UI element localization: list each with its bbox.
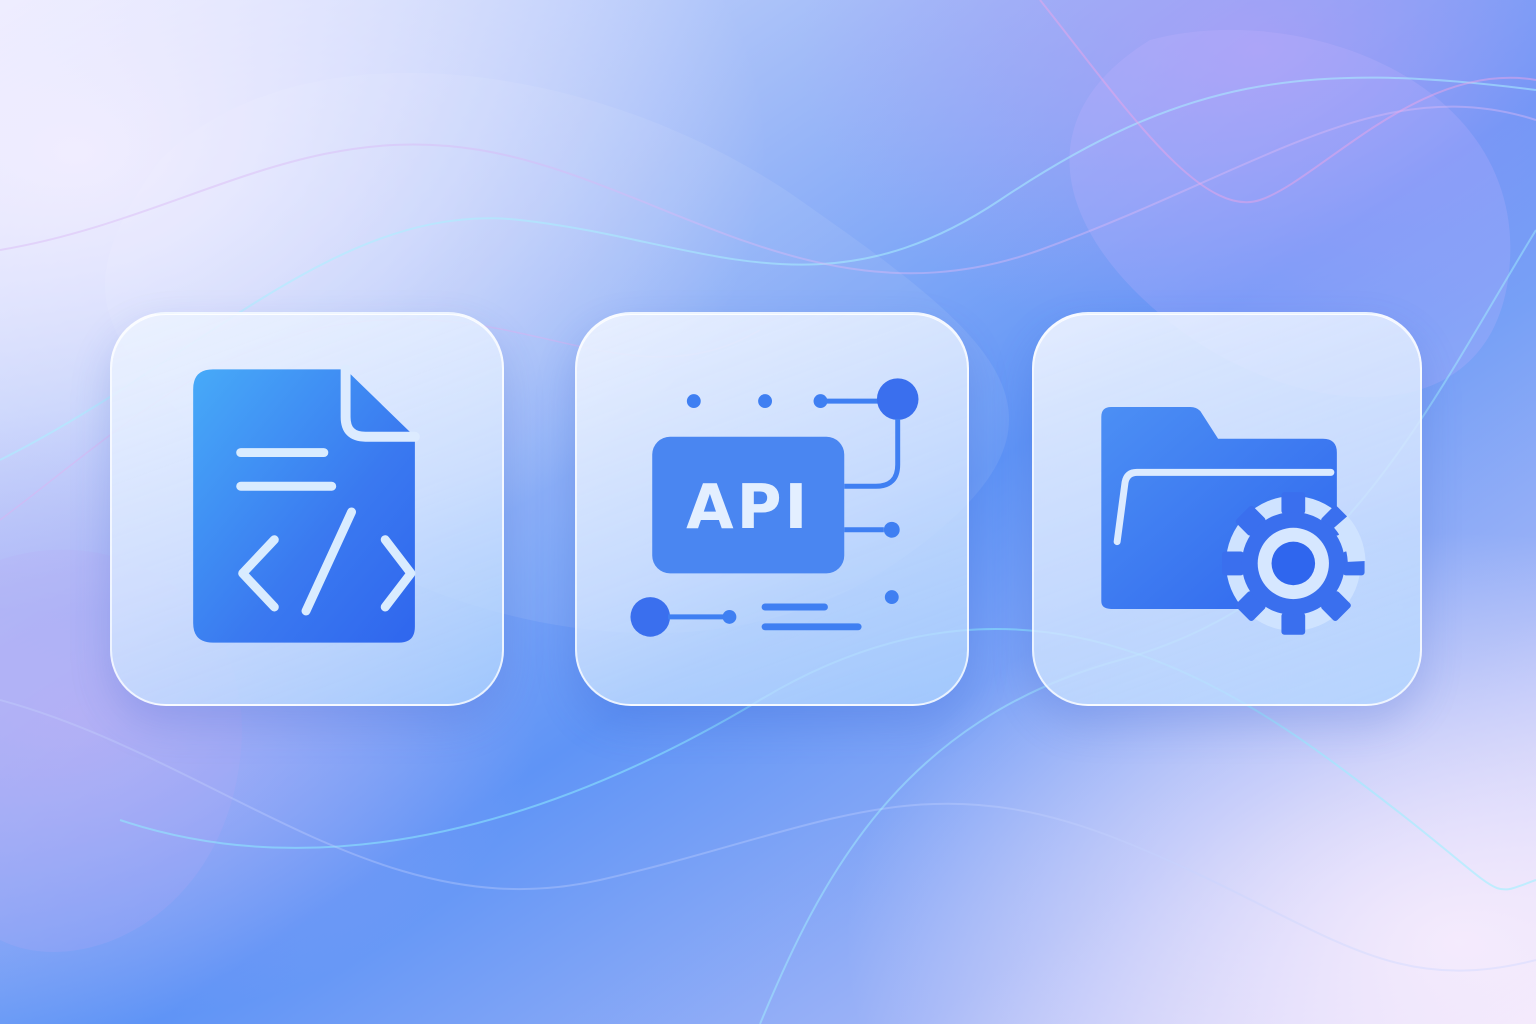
- gear-icon: [1222, 492, 1365, 635]
- code-file-icon: [193, 364, 420, 643]
- api-label: API: [686, 472, 810, 543]
- api-network-icon: API: [630, 378, 919, 637]
- api-tile[interactable]: API: [575, 312, 969, 706]
- folder-settings-tile[interactable]: [1032, 312, 1422, 706]
- code-file-tile[interactable]: [110, 312, 504, 706]
- folder-gear-icon: [1101, 407, 1366, 635]
